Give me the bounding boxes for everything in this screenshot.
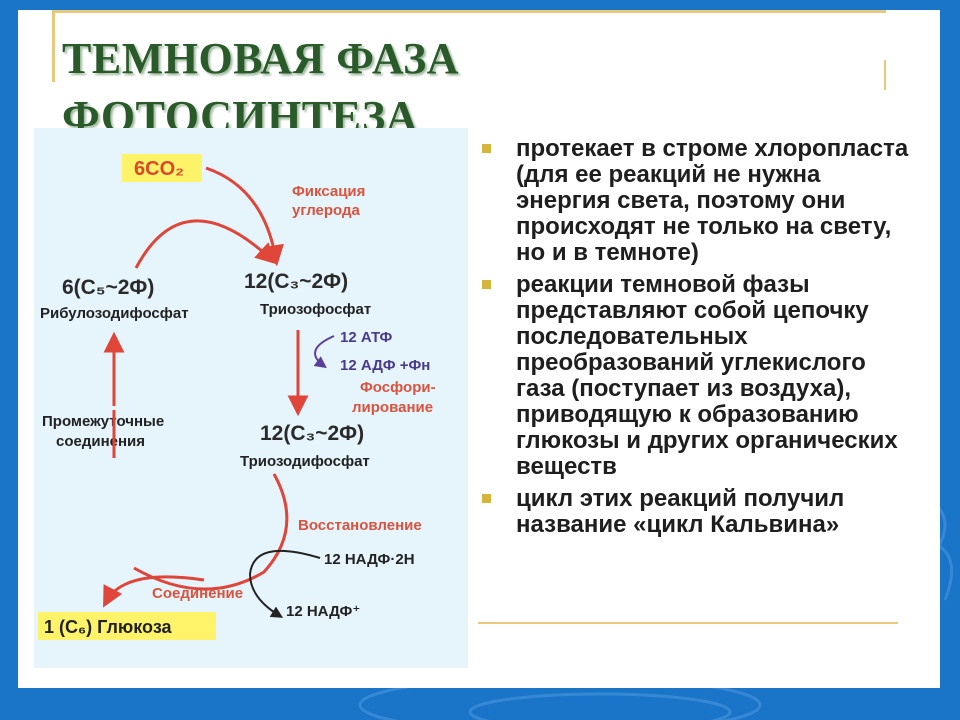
bullet-square-icon: [482, 144, 491, 153]
phosph-label-2: лирование: [352, 399, 433, 416]
bullet-text: протекает в строме хлоропласта (для ее р…: [516, 135, 909, 266]
bullet-square-icon: [482, 494, 491, 503]
bullet-list: протекает в строме хлоропласта (для ее р…: [478, 136, 918, 544]
co2-label: 6CO₂: [134, 158, 184, 180]
co2-box: [122, 154, 202, 182]
arrow-to-glucose: [103, 575, 205, 608]
fixation-label-1: Фиксация: [292, 183, 365, 200]
triose-name: Триозофосфат: [260, 301, 371, 318]
calvin-cycle-diagram: 6CO₂ Фиксация углерода 6(C₅~2Ф) Рибулозо…: [34, 128, 468, 668]
reduction-label: Восстановление: [298, 517, 422, 534]
bottom-rule: [478, 622, 898, 624]
bullet-text: цикл этих реакций получил название «цикл…: [516, 485, 845, 538]
title-rule-right: [884, 60, 886, 90]
rubp-name: Рибулозодифосфат: [40, 305, 189, 322]
arc-lower: [133, 473, 289, 591]
arrow-co2-to-triose: [205, 166, 284, 267]
fixation-label-2: углерода: [292, 202, 361, 219]
bullet-item: реакции темновой фазы представляют собой…: [478, 272, 918, 480]
title-line-1: ТЕМНОВАЯ ФАЗА: [62, 34, 459, 83]
nadph-arrow: [248, 549, 321, 618]
triosebis-name: Триозодифосфат: [240, 453, 370, 470]
calvin-cycle-svg: 6CO₂ Фиксация углерода 6(C₅~2Ф) Рибулозо…: [38, 154, 436, 640]
nadp-label: 12 НАДФ⁺: [286, 603, 360, 620]
glucose-label: 1 (C₆) Глюкоза: [44, 617, 173, 637]
title-rule-top: [52, 10, 886, 13]
triosebis-formula: 12(C₃~2Ф): [260, 422, 364, 445]
adp-label: 12 АДФ +Фн: [340, 357, 430, 374]
glucose-box: [38, 612, 216, 640]
bullet-text: реакции темновой фазы представляют собой…: [516, 271, 898, 480]
combine-label: Соединение: [152, 585, 243, 602]
atp-curve-arrow: [313, 335, 335, 369]
title-rule-left: [52, 10, 55, 82]
bullet-square-icon: [482, 280, 491, 289]
bullet-item: цикл этих реакций получил название «цикл…: [478, 486, 918, 538]
intermediate-label-2: соединения: [56, 433, 145, 450]
nadph-label: 12 НАДФ·2Н: [324, 551, 415, 568]
bullet-item: протекает в строме хлоропласта (для ее р…: [478, 136, 918, 266]
triose-formula: 12(C₃~2Ф): [244, 270, 348, 293]
arrow-rubp-to-triose: [134, 219, 277, 269]
atp-label: 12 АТФ: [340, 329, 393, 346]
intermediate-label-1: Промежуточные: [42, 413, 164, 430]
phosph-label-1: Фосфори-: [360, 379, 436, 396]
rubp-formula: 6(C₅~2Ф): [62, 276, 154, 299]
